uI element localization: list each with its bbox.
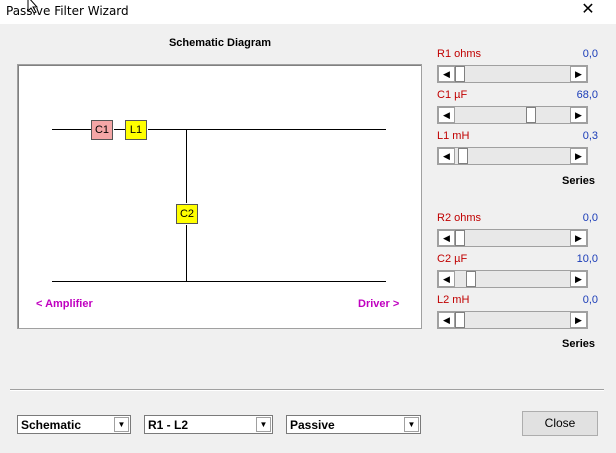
driver-label: Driver > xyxy=(358,298,400,310)
section-select-value: R1 - L2 xyxy=(148,418,189,432)
scroll-left-icon[interactable]: ◀ xyxy=(438,230,455,246)
r2-slider[interactable]: ◀ ▶ xyxy=(437,229,588,247)
c2-slider[interactable]: ◀ ▶ xyxy=(437,270,588,288)
series-label-1: Series xyxy=(562,175,596,187)
chevron-down-icon[interactable]: ▼ xyxy=(404,417,419,432)
r1-value: 0,0 xyxy=(582,48,598,60)
scroll-right-icon[interactable]: ▶ xyxy=(570,312,587,328)
slider-thumb[interactable] xyxy=(455,230,465,246)
title-bar: Passive Filter Wizard ✕ xyxy=(0,0,616,24)
top-wire-left xyxy=(52,129,110,130)
scroll-left-icon[interactable]: ◀ xyxy=(438,312,455,328)
c2-label: C2 µF xyxy=(437,253,468,265)
inductor-l1[interactable]: L1 xyxy=(125,120,147,140)
slider-thumb[interactable] xyxy=(455,66,465,82)
top-wire-mid xyxy=(114,129,126,130)
chevron-down-icon[interactable]: ▼ xyxy=(256,417,271,432)
scroll-right-icon[interactable]: ▶ xyxy=(570,271,587,287)
l1-slider[interactable]: ◀ ▶ xyxy=(437,147,588,165)
close-window-icon[interactable]: ✕ xyxy=(581,1,595,18)
top-wire-right xyxy=(148,129,386,130)
view-select[interactable]: Schematic ▼ xyxy=(17,415,131,434)
l1-value: 0,3 xyxy=(582,130,598,142)
type-select-value: Passive xyxy=(290,418,335,432)
l2-slider[interactable]: ◀ ▶ xyxy=(437,311,588,329)
c2-value: 10,0 xyxy=(576,253,598,265)
chevron-down-icon[interactable]: ▼ xyxy=(114,417,129,432)
scroll-right-icon[interactable]: ▶ xyxy=(570,66,587,82)
amplifier-label: < Amplifier xyxy=(36,298,93,310)
scroll-left-icon[interactable]: ◀ xyxy=(438,107,455,123)
capacitor-c1[interactable]: C1 xyxy=(91,120,113,140)
scroll-right-icon[interactable]: ▶ xyxy=(570,230,587,246)
scroll-left-icon[interactable]: ◀ xyxy=(438,148,455,164)
bottom-wire xyxy=(52,281,386,282)
mouse-cursor-icon xyxy=(27,0,39,14)
capacitor-c2[interactable]: C2 xyxy=(176,204,198,224)
type-select[interactable]: Passive ▼ xyxy=(286,415,421,434)
scroll-left-icon[interactable]: ◀ xyxy=(438,66,455,82)
l2-label: L2 mH xyxy=(437,294,470,306)
r1-label: R1 ohms xyxy=(437,48,482,60)
slider-thumb[interactable] xyxy=(455,312,465,328)
r2-value: 0,0 xyxy=(582,212,598,224)
c1-slider[interactable]: ◀ ▶ xyxy=(437,106,588,124)
c1-value: 68,0 xyxy=(576,89,598,101)
slider-thumb[interactable] xyxy=(526,107,537,123)
schematic-panel: C1 L1 C2 < Amplifier Driver > xyxy=(17,64,422,329)
divider xyxy=(10,389,604,391)
slider-thumb[interactable] xyxy=(458,148,469,164)
l2-value: 0,0 xyxy=(582,294,598,306)
series-label-2: Series xyxy=(562,338,596,350)
shunt-wire-upper xyxy=(186,129,187,203)
schematic-title: Schematic Diagram xyxy=(168,37,272,49)
close-button[interactable]: Close xyxy=(522,411,598,436)
window-title: Passive Filter Wizard xyxy=(6,4,129,18)
r1-slider[interactable]: ◀ ▶ xyxy=(437,65,588,83)
c1-label: C1 µF xyxy=(437,89,468,101)
scroll-right-icon[interactable]: ▶ xyxy=(570,148,587,164)
r2-label: R2 ohms xyxy=(437,212,482,224)
section-select[interactable]: R1 - L2 ▼ xyxy=(144,415,273,434)
shunt-wire-lower xyxy=(186,225,187,281)
slider-thumb[interactable] xyxy=(465,271,476,287)
view-select-value: Schematic xyxy=(21,418,82,432)
scroll-right-icon[interactable]: ▶ xyxy=(570,107,587,123)
l1-label: L1 mH xyxy=(437,130,470,142)
scroll-left-icon[interactable]: ◀ xyxy=(438,271,455,287)
